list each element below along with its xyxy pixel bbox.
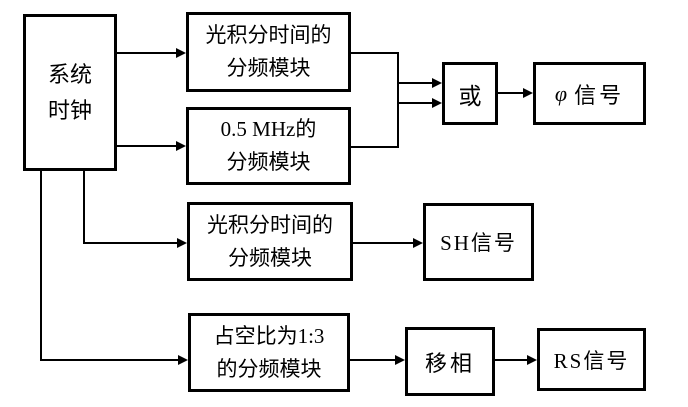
connector-clock-to-duty-divider-horizontal-line bbox=[40, 359, 180, 361]
mhz-divider-box: 0.5 MHz的 分频模块 bbox=[186, 107, 351, 185]
integration-divider-mid-box: 光积分时间的 分频模块 bbox=[187, 202, 353, 281]
connector-clock-to-mid-divider-vertical-line bbox=[83, 168, 85, 244]
connector-clock-to-duty-divider-vertical-line bbox=[40, 168, 42, 361]
phi-symbol: φ bbox=[554, 80, 571, 106]
connector-clock-to-top-divider-line bbox=[116, 52, 178, 54]
mhz-divider-line2: 分频模块 bbox=[226, 150, 311, 174]
connector-mhz-divider-out-line bbox=[349, 146, 399, 148]
connector-mid-divider-to-sh-arrowhead-icon bbox=[413, 238, 423, 248]
connector-duty-divider-to-shift-arrowhead-icon bbox=[395, 355, 405, 365]
connector-clock-to-mhz-divider-line bbox=[116, 145, 178, 147]
duty-cycle-divider-line2: 的分频模块 bbox=[216, 356, 322, 381]
phase-shift-label: 移相 bbox=[424, 350, 475, 376]
connector-duty-divider-to-shift-line bbox=[350, 359, 397, 361]
connector-shift-to-rs-arrowhead-icon bbox=[527, 355, 537, 365]
connector-clock-to-mhz-divider-arrowhead-icon bbox=[176, 141, 186, 151]
rs-signal-box: RS信号 bbox=[537, 328, 646, 391]
system-clock-box: 系统 时钟 bbox=[23, 14, 117, 171]
sh-signal-label: SH信号 bbox=[440, 231, 517, 255]
phi-signal-label: 信号 bbox=[574, 82, 625, 108]
integration-divider-top-line1: 光积分时间的 bbox=[205, 23, 332, 47]
connector-merge-vertical-line bbox=[397, 52, 399, 148]
connector-or-to-phi-arrowhead-icon bbox=[523, 88, 533, 98]
connector-merge-to-or-upper-arrowhead-icon bbox=[432, 78, 442, 88]
or-gate-label: 或 bbox=[458, 83, 482, 109]
connector-merge-to-or-upper-line bbox=[397, 82, 434, 84]
sh-signal-box: SH信号 bbox=[423, 203, 534, 281]
duty-cycle-divider-line1: 占空比为1:3 bbox=[213, 323, 325, 348]
connector-clock-to-top-divider-arrowhead-icon bbox=[176, 48, 186, 58]
phase-shift-box: 移相 bbox=[405, 327, 495, 396]
connector-clock-to-mid-divider-arrowhead-icon bbox=[177, 238, 187, 248]
mhz-divider-line1: 0.5 MHz的 bbox=[220, 117, 317, 141]
connector-clock-to-duty-divider-arrowhead-icon bbox=[178, 355, 188, 365]
system-clock-label-line2: 时钟 bbox=[47, 97, 92, 123]
connector-or-to-phi-line bbox=[498, 92, 525, 94]
integration-divider-mid-line2: 分频模块 bbox=[228, 245, 312, 270]
connector-shift-to-rs-line bbox=[495, 359, 529, 361]
connector-clock-to-mid-divider-horizontal-line bbox=[83, 242, 179, 244]
duty-cycle-divider-box: 占空比为1:3 的分频模块 bbox=[188, 313, 350, 392]
or-gate-box: 或 bbox=[442, 62, 498, 125]
connector-mid-divider-to-sh-line bbox=[353, 242, 415, 244]
connector-merge-to-or-lower-line bbox=[397, 102, 434, 104]
integration-divider-top-line2: 分频模块 bbox=[226, 56, 311, 80]
integration-divider-top-box: 光积分时间的 分频模块 bbox=[186, 12, 351, 92]
connector-top-divider-out-line bbox=[349, 52, 399, 54]
connector-merge-to-or-lower-arrowhead-icon bbox=[432, 98, 442, 108]
phi-signal-box: φ 信号 bbox=[533, 62, 646, 125]
integration-divider-mid-line1: 光积分时间的 bbox=[207, 212, 333, 237]
rs-signal-label: RS信号 bbox=[553, 348, 630, 373]
system-clock-label-line1: 系统 bbox=[47, 61, 92, 87]
